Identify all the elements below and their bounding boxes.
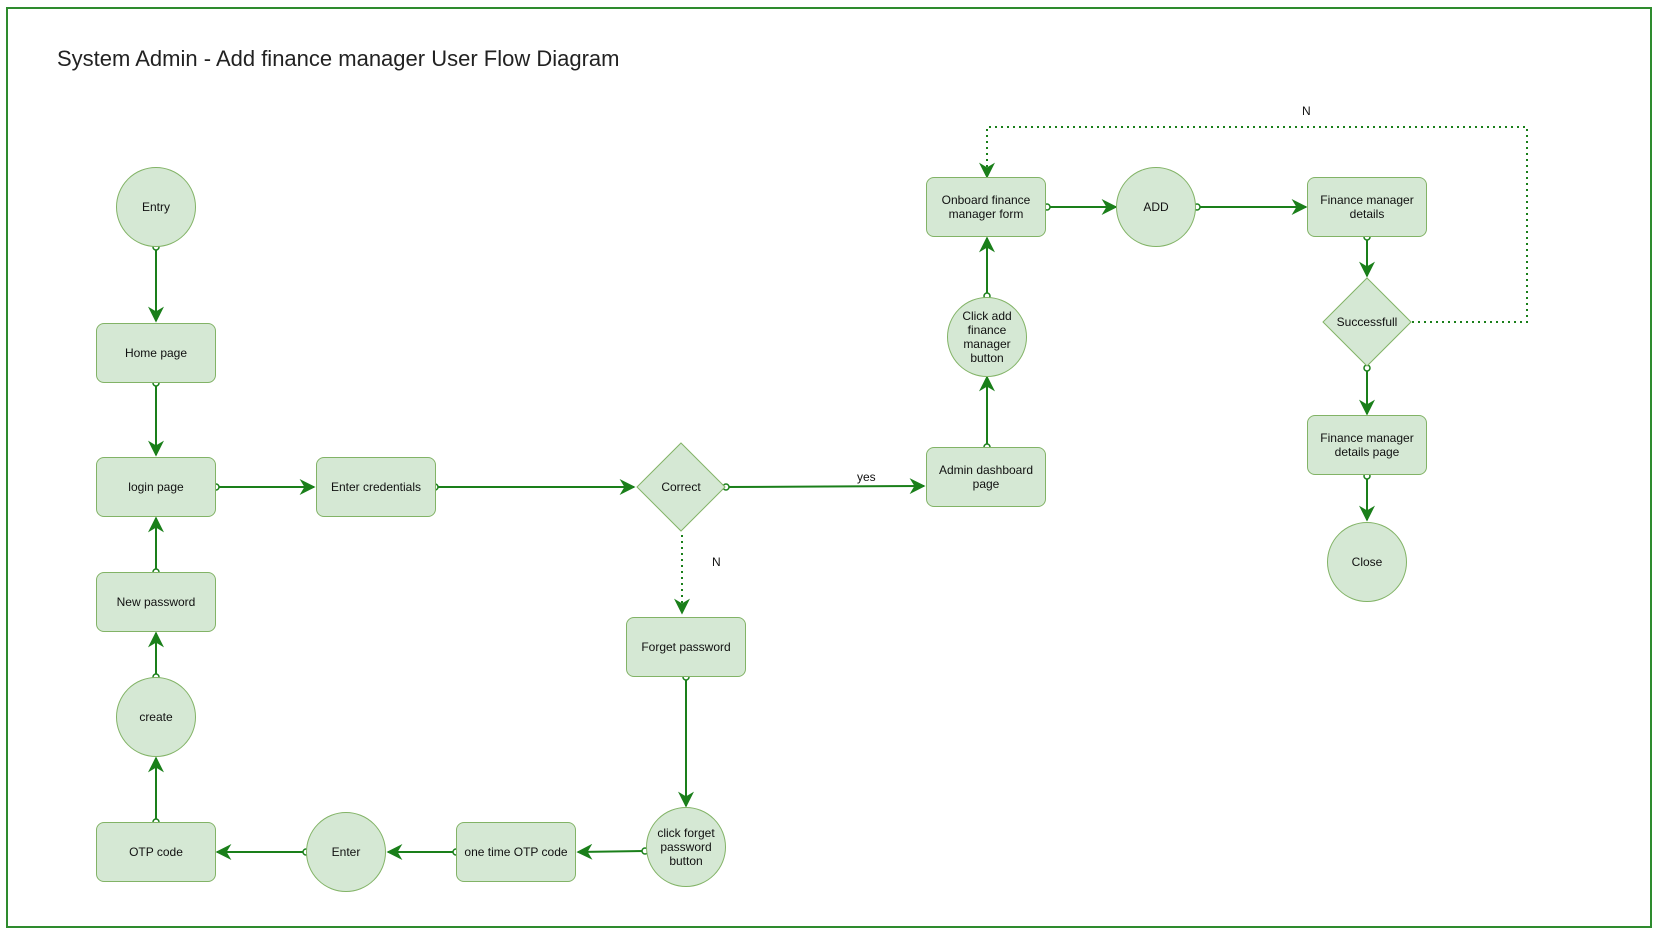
edge-correct-admin bbox=[725, 478, 926, 495]
node-successfull-label: Successfull bbox=[1336, 315, 1398, 329]
node-forget-password-label: Forget password bbox=[641, 640, 731, 654]
node-admin-dashboard-page[interactable]: Admin dashboard page bbox=[926, 447, 1046, 507]
node-login-page[interactable]: login page bbox=[96, 457, 216, 517]
node-successfull-decision[interactable]: Successfull bbox=[1322, 277, 1412, 367]
node-forget-password[interactable]: Forget password bbox=[626, 617, 746, 677]
node-login-page-label: login page bbox=[128, 480, 184, 494]
node-home-page[interactable]: Home page bbox=[96, 323, 216, 383]
node-finance-manager-details[interactable]: Finance manager details bbox=[1307, 177, 1427, 237]
node-one-time-otp-code-label: one time OTP code bbox=[464, 845, 568, 859]
edge-label-successfull-no: N bbox=[1302, 104, 1311, 118]
node-close-label: Close bbox=[1351, 555, 1383, 569]
node-entry[interactable]: Entry bbox=[116, 167, 196, 247]
node-click-forget-password-button[interactable]: click forget password button bbox=[646, 807, 726, 887]
edge-successfull-onboard-dotted bbox=[979, 126, 1528, 323]
node-enter[interactable]: Enter bbox=[306, 812, 386, 892]
diagram-frame bbox=[6, 7, 1652, 928]
node-entry-label: Entry bbox=[141, 200, 170, 214]
node-click-add-finance-manager-button[interactable]: Click add finance manager button bbox=[947, 297, 1027, 377]
edge-label-correct-no: N bbox=[712, 555, 721, 569]
node-admin-dashboard-page-label: Admin dashboard page bbox=[938, 463, 1034, 491]
node-create[interactable]: create bbox=[116, 677, 196, 757]
node-otp-code[interactable]: OTP code bbox=[96, 822, 216, 882]
node-create-label: create bbox=[139, 710, 173, 724]
node-close[interactable]: Close bbox=[1327, 522, 1407, 602]
diamond-shape bbox=[1322, 277, 1412, 367]
node-add[interactable]: ADD bbox=[1116, 167, 1196, 247]
node-finance-manager-details-label: Finance manager details bbox=[1320, 193, 1414, 221]
node-onboard-finance-manager-form-label: Onboard finance manager form bbox=[941, 193, 1031, 221]
edge-label-yes: yes bbox=[857, 470, 876, 484]
node-correct-decision[interactable]: Correct bbox=[636, 442, 726, 532]
node-finance-manager-details-page[interactable]: Finance manager details page bbox=[1307, 415, 1427, 475]
node-enter-credentials[interactable]: Enter credentials bbox=[316, 457, 436, 517]
node-enter-label: Enter bbox=[331, 845, 361, 859]
node-add-label: ADD bbox=[1143, 200, 1169, 214]
node-one-time-otp-code[interactable]: one time OTP code bbox=[456, 822, 576, 882]
node-finance-manager-details-page-label: Finance manager details page bbox=[1320, 431, 1414, 459]
node-correct-label: Correct bbox=[661, 480, 701, 494]
node-new-password[interactable]: New password bbox=[96, 572, 216, 632]
node-click-add-finance-manager-button-label: Click add finance manager button bbox=[962, 309, 1012, 365]
edge-clickforget-otpcode bbox=[576, 843, 646, 860]
node-otp-code-label: OTP code bbox=[129, 845, 183, 859]
node-enter-credentials-label: Enter credentials bbox=[330, 480, 422, 494]
node-onboard-finance-manager-form[interactable]: Onboard finance manager form bbox=[926, 177, 1046, 237]
diagram-title: System Admin - Add finance manager User … bbox=[57, 46, 620, 71]
diamond-shape bbox=[636, 442, 726, 532]
node-click-forget-password-button-label: click forget password button bbox=[657, 826, 715, 868]
node-new-password-label: New password bbox=[116, 595, 196, 609]
node-home-page-label: Home page bbox=[124, 346, 188, 360]
